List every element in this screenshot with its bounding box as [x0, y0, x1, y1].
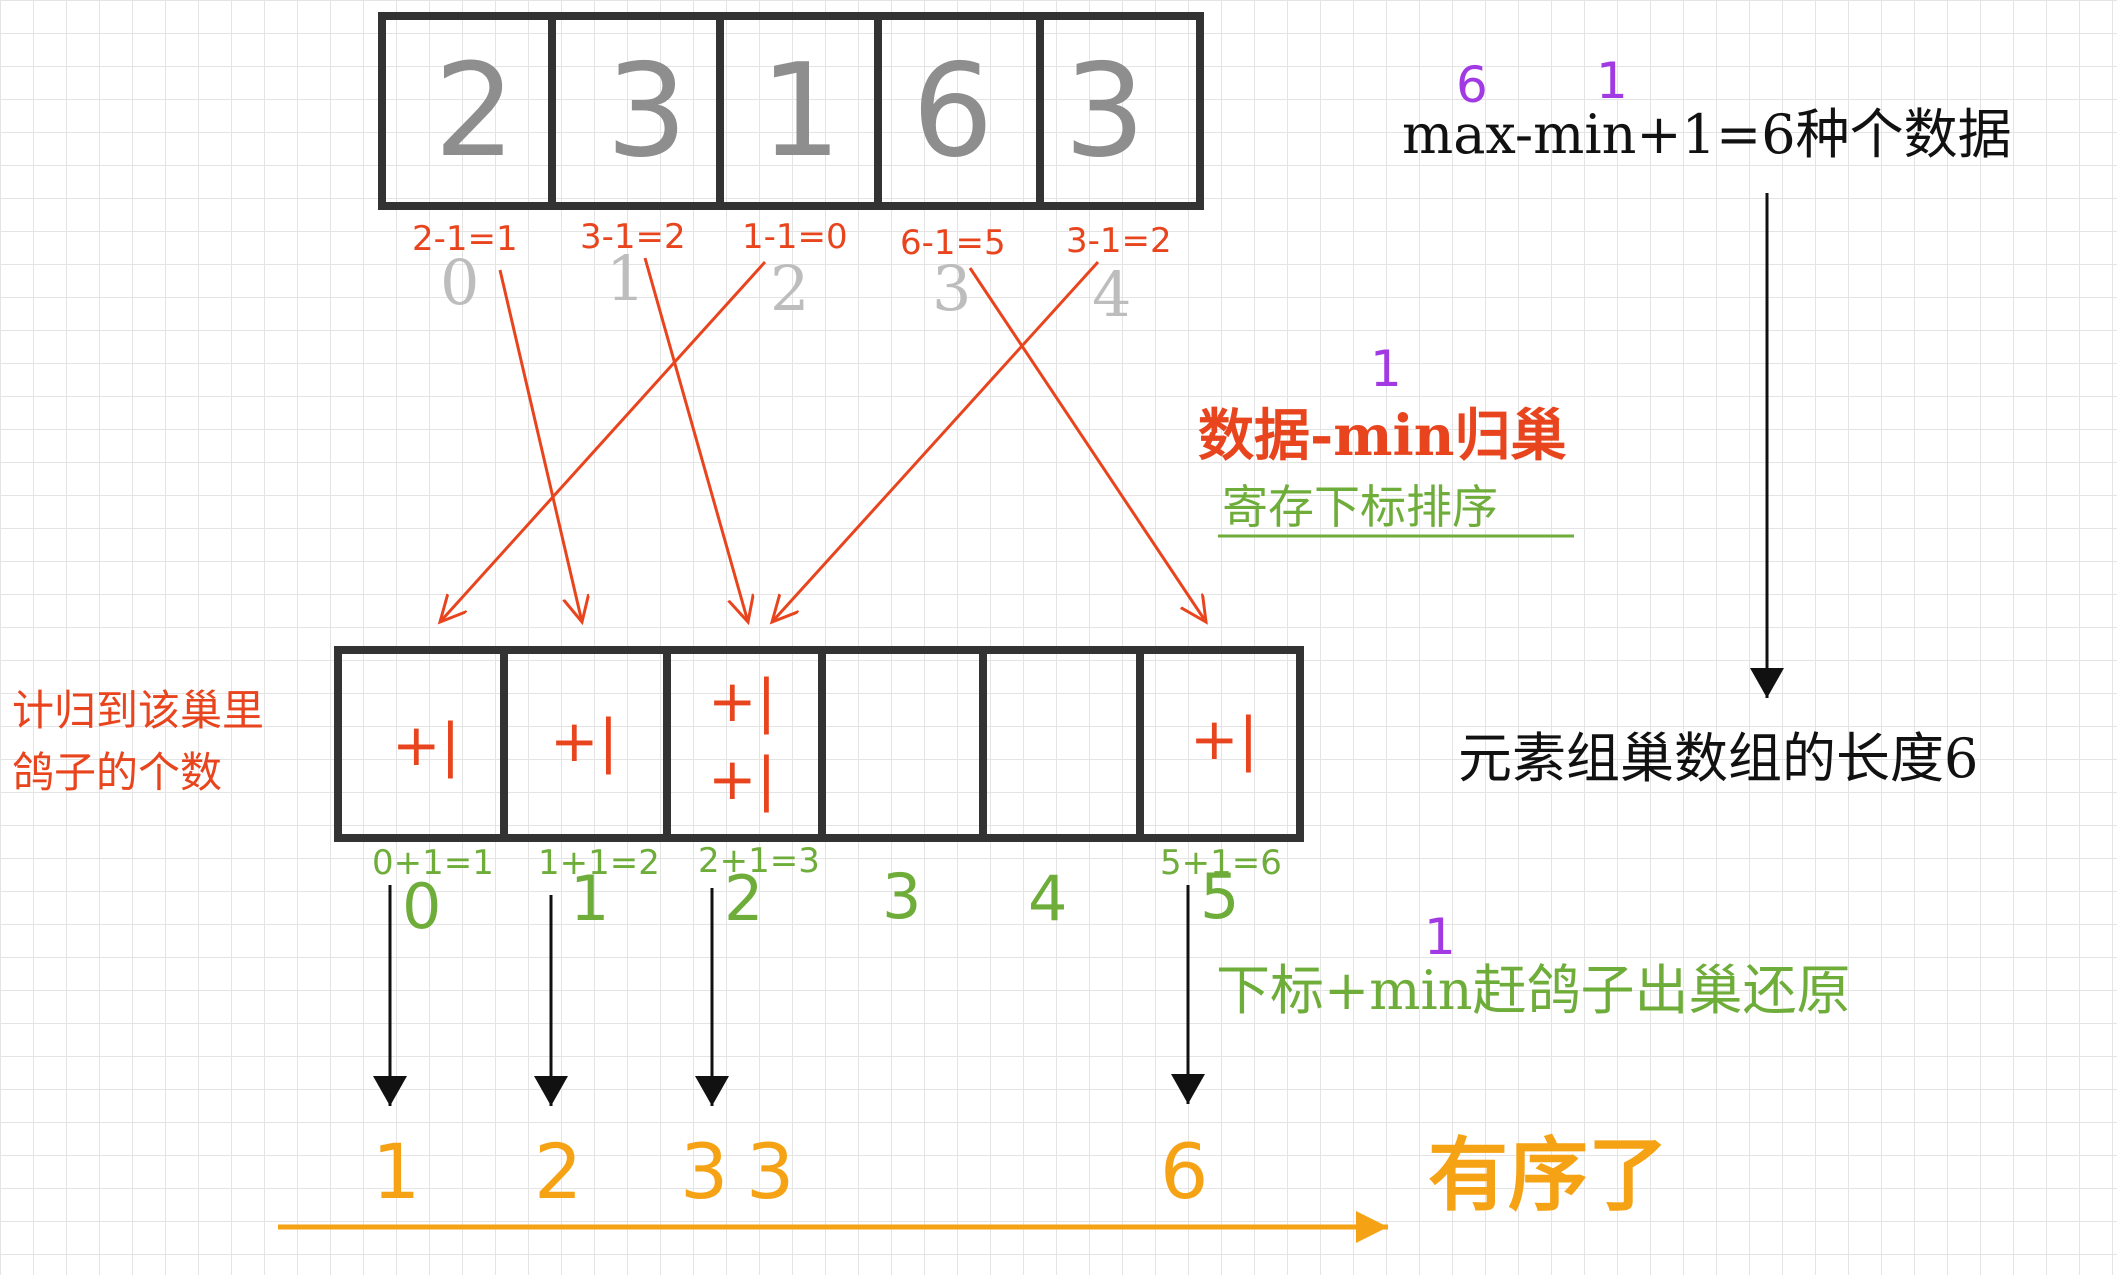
map-arrow-6 — [968, 267, 1206, 622]
min-value-label: 1 — [1596, 52, 1628, 110]
input-index-4: 4 — [1092, 258, 1132, 331]
input-calc-4: 3-1=2 — [1066, 221, 1172, 261]
sorted-value-3: 3 — [746, 1127, 795, 1216]
input-calc-0: 2-1=1 — [412, 219, 518, 259]
tally-bucket-1: +| — [550, 707, 619, 775]
input-value-4: 3 — [1064, 37, 1146, 186]
bucket-index-4: 4 — [1028, 862, 1068, 935]
input-calc-2: 1-1=0 — [742, 217, 848, 257]
tally-bucket-2a: +| — [708, 667, 777, 735]
bucket-side-label-line1: 计归到该巢里 — [12, 686, 265, 735]
map-arrow-1 — [440, 260, 767, 622]
map-arrow-2 — [498, 269, 582, 622]
bucket-calc-5: 5+1=6 — [1160, 843, 1282, 883]
bucket-side-label-line2: 鸽子的个数 — [12, 748, 223, 797]
sorted-value-1: 2 — [534, 1127, 583, 1216]
sorted-value-2: 3 — [680, 1127, 729, 1216]
tally-bucket-0: +| — [392, 711, 461, 779]
input-value-3: 6 — [912, 37, 994, 186]
input-index-2: 2 — [770, 252, 810, 325]
map-arrow-3b — [772, 260, 1100, 622]
input-calc-1: 3-1=2 — [580, 217, 686, 257]
restore-min-value: 1 — [1424, 908, 1456, 966]
bucket-calc-1: 1+1=2 — [538, 843, 660, 883]
input-index-3: 3 — [932, 252, 972, 325]
bucket-calc-0: 0+1=1 — [372, 843, 494, 883]
bucket-array-box — [334, 646, 1304, 842]
max-value-label: 6 — [1456, 56, 1488, 114]
bucket-index-0: 0 — [402, 870, 442, 943]
map-rule-subtitle: 寄存下标排序 — [1222, 480, 1498, 534]
input-calc-3: 6-1=5 — [900, 223, 1006, 263]
input-index-0: 0 — [440, 246, 480, 319]
map-rule-title: 数据-min归巢 — [1198, 403, 1567, 469]
range-formula: max-min+1=6种个数据 — [1402, 103, 2012, 166]
sorted-label: 有序了 — [1428, 1129, 1668, 1222]
tally-bucket-2b: +| — [708, 745, 777, 813]
map-arrow-3 — [643, 257, 748, 622]
bucket-index-1: 1 — [570, 862, 610, 935]
bucket-index-2: 2 — [724, 862, 764, 935]
sorted-value-4: 6 — [1160, 1127, 1209, 1216]
bucket-index-5: 5 — [1200, 860, 1240, 933]
input-value-2: 1 — [760, 37, 842, 186]
input-value-0: 2 — [434, 37, 516, 186]
tally-bucket-5: +| — [1190, 705, 1259, 773]
input-array-box — [378, 12, 1204, 210]
bucket-index-3: 3 — [882, 860, 922, 933]
bucket-calc-2: 2+1=3 — [698, 841, 820, 881]
restore-rule-text: 下标+min赶鸽子出巢还原 — [1216, 959, 1851, 1022]
input-value-1: 3 — [606, 37, 688, 186]
map-min-value: 1 — [1370, 340, 1402, 398]
bucket-length-label: 元素组巢数组的长度6 — [1458, 727, 1979, 790]
sorted-value-0: 1 — [372, 1127, 421, 1216]
input-index-1: 1 — [606, 242, 646, 315]
